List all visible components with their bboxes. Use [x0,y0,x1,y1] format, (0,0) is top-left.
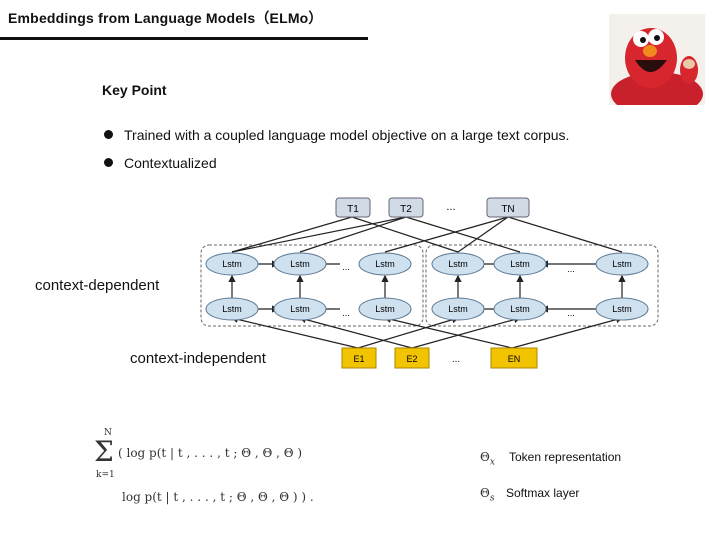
input-embedding [490,347,538,369]
lstm-label: Lstm [290,259,310,269]
title-underline [0,37,368,40]
lstm-cell [431,297,485,321]
lstm-label: Lstm [510,304,530,314]
theta-x-symbol: Θx [480,450,495,468]
lstm-ellipsis: ... [342,308,350,318]
output-token: TN [486,197,530,218]
lstm-label: Lstm [448,304,468,314]
output-token-label: T2 [400,204,412,215]
sum-symbol: Σ [94,435,114,468]
backward-lm-term: log p(t | t , . . . , t ; Θ , Θ , Θ ) ) … [122,490,314,504]
lstm-label: Lstm [222,304,242,314]
input-embedding-label: E1 [353,354,364,364]
lstm-cell [205,252,259,276]
lstm-cell [595,297,649,321]
output-token-label: T1 [347,204,359,215]
lstm-ellipsis: ... [567,308,575,318]
backward-lstm-group [425,244,659,327]
input-embedding-label: EN [508,354,521,364]
context-independent-label: context-independent [130,350,266,367]
input-embedding-label: E2 [406,354,417,364]
slide-title: Embeddings from Language Models（ELMo） [8,10,323,26]
input-embedding [394,347,430,369]
lstm-label: Lstm [375,259,395,269]
bullet-list: Trained with a coupled language model ob… [102,121,569,177]
sum-upper-limit: N [104,428,112,438]
lstm-label: Lstm [612,259,632,269]
softmax-layer-label: Softmax layer [506,486,580,500]
bullet-item: Contextualized [102,149,569,177]
lstm-label: Lstm [375,304,395,314]
forward-lstm-group [200,244,424,327]
token-representation-label: Token representation [509,450,622,464]
lstm-ellipsis: ... [567,264,575,274]
theta-s-symbol: Θs [480,486,495,504]
input-embedding [341,347,377,369]
lstm-cell [273,252,327,276]
context-dependent-label: context-dependent [35,277,160,294]
lstm-label: Lstm [290,304,310,314]
bidirectional-lm-objective: N Σ k=1 ( log p(t | t , . . . , t ; Θ , … [94,428,314,504]
lstm-label: Lstm [612,304,632,314]
lstm-cell [493,297,547,321]
lstm-cell [205,297,259,321]
lstm-cell [431,252,485,276]
output-ellipsis: ... [446,201,455,213]
lstm-cell [273,297,327,321]
bullet-item: Trained with a coupled language model ob… [102,121,569,149]
key-point-heading: Key Point [102,82,167,98]
output-token: T2 [388,197,424,218]
lstm-cell [358,252,412,276]
lstm-label: Lstm [448,259,468,269]
lstm-cell [493,252,547,276]
sum-lower-limit: k=1 [96,470,115,480]
lstm-cell [595,252,649,276]
elmo-photo [609,14,705,105]
lstm-ellipsis: ... [342,262,350,272]
lstm-label: Lstm [222,259,242,269]
forward-lm-term: ( log p(t | t , . . . , t ; Θ , Θ , Θ ) [118,446,302,460]
elmo-architecture-diagram: T1 T2 ... TN Lstm Lstm ... Lstm Lstm Lst… [200,197,659,369]
input-ellipsis: ... [452,354,460,365]
output-token-label: TN [501,204,514,215]
output-token: T1 [335,197,371,218]
lstm-cell [358,297,412,321]
lstm-label: Lstm [510,259,530,269]
